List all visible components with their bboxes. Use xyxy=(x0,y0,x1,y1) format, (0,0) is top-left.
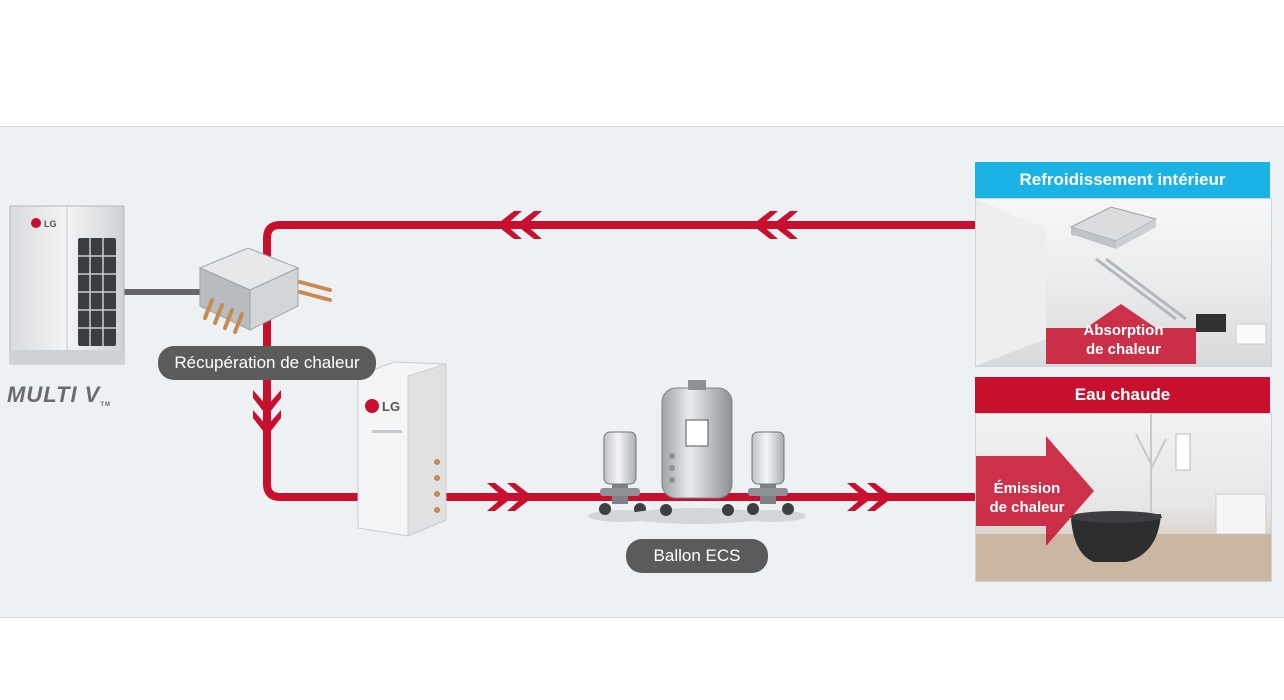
bathtub-icon xyxy=(1070,511,1162,562)
tank-icon xyxy=(627,380,767,524)
logo-text: LG xyxy=(44,219,57,229)
cooling-room-image: Absorption de chaleur xyxy=(975,198,1272,367)
heat-recovery-box-icon xyxy=(198,247,332,334)
svg-text:LG: LG xyxy=(382,399,400,414)
flow-arrow-icon xyxy=(487,483,533,511)
emission-label: Émission de chaleur xyxy=(982,479,1072,517)
emission-line1: Émission xyxy=(993,480,1061,497)
emission-arrow-icon xyxy=(976,436,1094,546)
lg-logo-icon xyxy=(31,218,41,228)
hot-water-room-image: Émission de chaleur xyxy=(975,413,1272,582)
absorption-line1: Absorption xyxy=(1083,322,1164,339)
pump-icon xyxy=(738,431,806,522)
trademark: TM xyxy=(100,402,112,408)
absorption-line2: de chaleur xyxy=(1085,341,1162,358)
emission-line2: de chaleur xyxy=(989,499,1065,516)
bathroom-illustration xyxy=(976,414,1271,581)
cassette-unit-icon xyxy=(1069,206,1158,253)
flow-arrow-icon xyxy=(496,211,542,239)
flow-arrow-icon xyxy=(847,483,893,511)
outdoor-unit-icon: LG xyxy=(9,205,125,365)
room-illustration xyxy=(976,199,1267,366)
tank-label: Ballon ECS xyxy=(626,539,768,573)
heat-recovery-label: Récupération de chaleur xyxy=(158,346,376,380)
cooling-header: Refroidissement intérieur xyxy=(975,162,1270,198)
hydro-kit-icon: LG xyxy=(357,361,447,537)
pump-icon xyxy=(588,431,656,522)
absorption-label: Absorption de chaleur xyxy=(1076,321,1171,359)
absorption-arrow-icon xyxy=(1046,304,1196,364)
product-logo-text: MULTI V xyxy=(7,382,101,407)
flow-arrow-icon xyxy=(253,390,281,436)
product-logo: MULTI VTM xyxy=(7,382,111,408)
hot-water-header: Eau chaude xyxy=(975,377,1270,413)
flow-arrow-icon xyxy=(752,211,798,239)
